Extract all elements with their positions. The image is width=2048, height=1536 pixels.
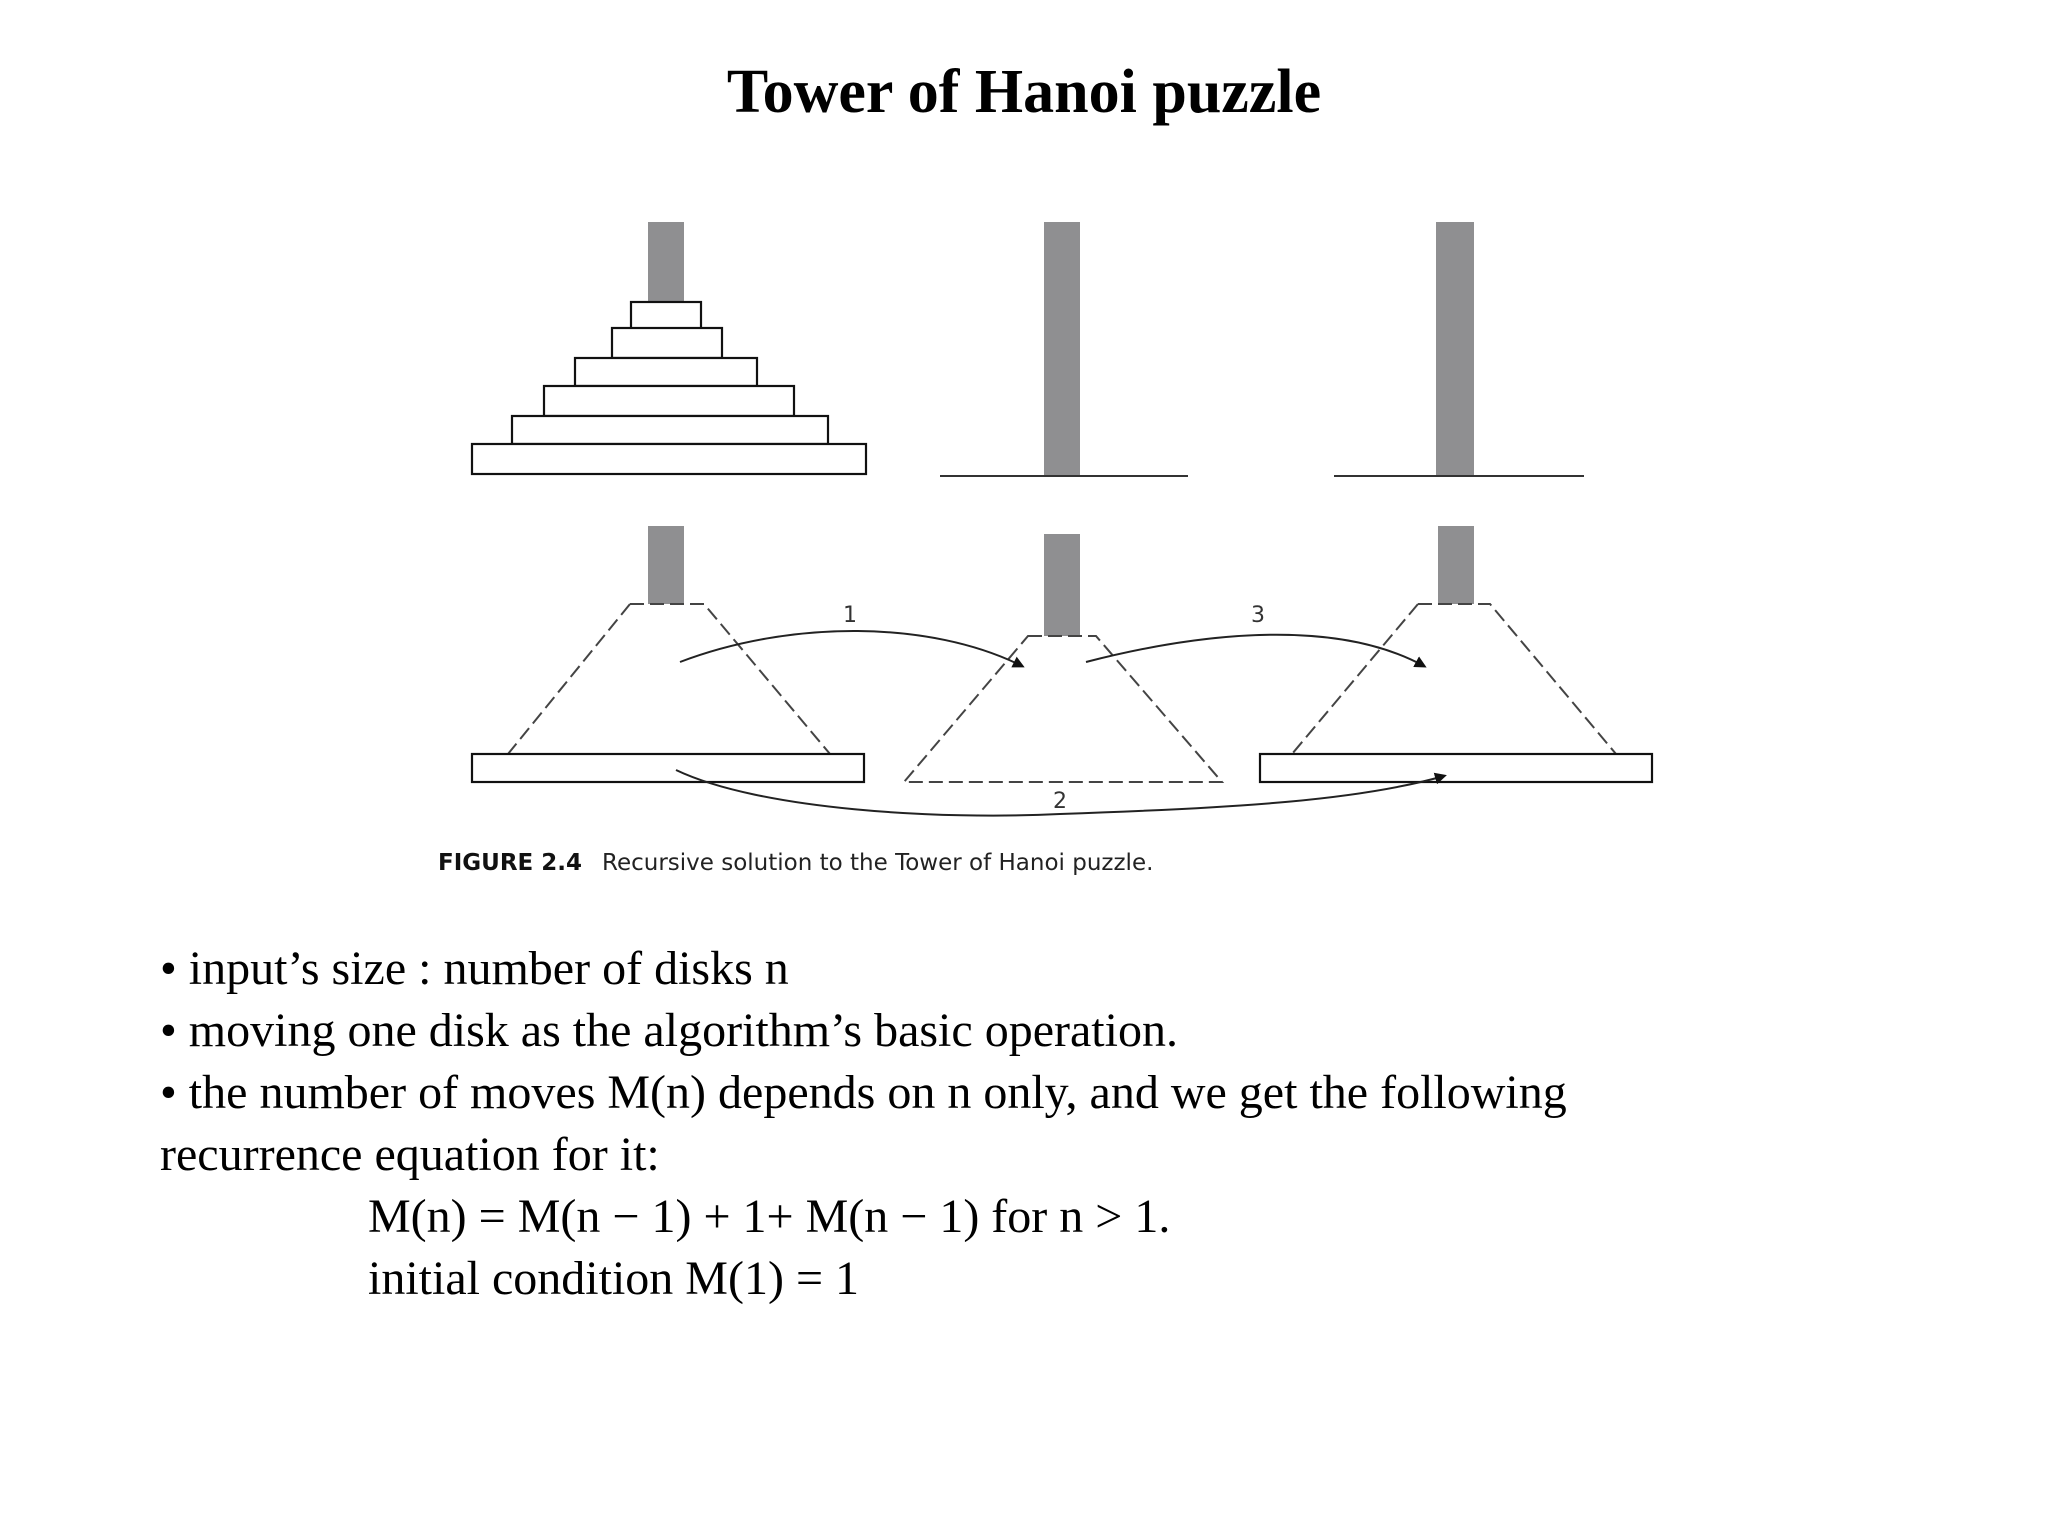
largest-disk-right bbox=[1258, 752, 1654, 784]
figure-caption: FIGURE 2.4 Recursive solution to the Tow… bbox=[438, 850, 1153, 876]
slide-title: Tower of Hanoi puzzle bbox=[726, 58, 1322, 126]
stack-outline-right bbox=[1291, 603, 1617, 755]
initial-condition: initial condition M(1) = 1 bbox=[368, 1252, 860, 1305]
move-label-3: 3 bbox=[1251, 603, 1265, 628]
move-arrow-3 bbox=[1085, 633, 1427, 668]
peg-3-bottom bbox=[1438, 526, 1474, 604]
initial-state bbox=[470, 222, 1584, 477]
move-arrow-1 bbox=[679, 630, 1025, 668]
move-label-2: 2 bbox=[1053, 789, 1067, 814]
disk-2 bbox=[610, 326, 724, 360]
slide-body: • input’s size : number of disks n • mov… bbox=[160, 938, 1980, 1310]
disk-6 bbox=[470, 442, 868, 476]
disk-1 bbox=[629, 300, 703, 331]
stack-outline-middle bbox=[901, 635, 1225, 783]
recurrence-intro: recurrence equation for it: bbox=[160, 1128, 660, 1181]
move-arrow-2 bbox=[675, 769, 1447, 817]
largest-disk-left bbox=[470, 752, 866, 784]
bullet-number-of-moves: • the number of moves M(n) depends on n … bbox=[160, 1066, 1567, 1119]
peg-1-bottom bbox=[648, 526, 684, 604]
peg-2-top bbox=[1044, 222, 1080, 476]
move-label-1: 1 bbox=[843, 603, 857, 628]
peg-1-top bbox=[648, 222, 684, 304]
recursive-state: 1 3 2 bbox=[470, 526, 1654, 817]
stack-outline-left bbox=[507, 603, 831, 755]
recurrence-equation: M(n) = M(n − 1) + 1+ M(n − 1) for n > 1. bbox=[368, 1190, 1171, 1243]
peg-2-bottom bbox=[1044, 534, 1080, 636]
bullet-input-size: • input’s size : number of disks n bbox=[160, 942, 789, 995]
disk-5 bbox=[510, 414, 830, 446]
disk-3 bbox=[573, 356, 759, 388]
bullet-basic-operation: • moving one disk as the algorithm’s bas… bbox=[160, 1004, 1178, 1057]
figure-caption-label: FIGURE 2.4 bbox=[438, 850, 582, 876]
disk-stack bbox=[470, 300, 868, 476]
disk-4 bbox=[542, 384, 796, 418]
figure-caption-text: Recursive solution to the Tower of Hanoi… bbox=[602, 850, 1153, 876]
peg-3-top bbox=[1436, 222, 1474, 476]
